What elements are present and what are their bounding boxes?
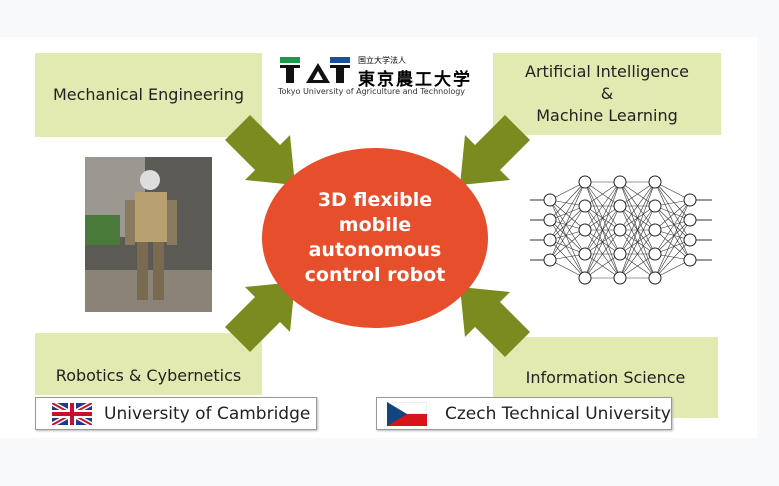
- czech-flag-icon: [387, 401, 427, 426]
- arrow-top-left: [225, 115, 295, 185]
- nn-edge: [549, 199, 586, 231]
- arrow-bottom-right: [460, 287, 530, 357]
- robot-photo: [85, 157, 212, 312]
- nn-edge: [549, 259, 586, 279]
- robotics-box: Robotics & Cybernetics: [35, 333, 262, 395]
- nn-edge: [619, 253, 656, 279]
- center-line: control robot: [304, 264, 446, 286]
- cambridge-badge: University of Cambridge: [35, 397, 317, 430]
- nn-edge: [549, 199, 586, 255]
- nn-node: [543, 213, 557, 227]
- nn-node: [683, 193, 697, 207]
- nn-edge: [549, 229, 586, 261]
- nn-node: [648, 271, 662, 285]
- nn-node: [578, 199, 592, 213]
- nn-edge: [619, 181, 656, 279]
- nn-node: [648, 247, 662, 261]
- nn-node: [648, 175, 662, 189]
- nn-edge: [549, 205, 586, 241]
- nn-edge: [549, 181, 586, 201]
- nn-edge: [654, 259, 691, 279]
- central-robot-goal: 3D flexible mobile autonomous control ro…: [262, 148, 488, 328]
- nn-node: [683, 213, 697, 227]
- nn-edge: [619, 229, 656, 279]
- logo-jp-top: 国立大学法人: [358, 56, 406, 65]
- cambridge-label: University of Cambridge: [104, 403, 311, 424]
- ml-label: Machine Learning: [536, 106, 678, 125]
- nn-node: [578, 175, 592, 189]
- nn-node: [683, 233, 697, 247]
- mechanical-label: Mechanical Engineering: [52, 85, 245, 104]
- nn-edge: [654, 199, 691, 279]
- nn-edge: [549, 219, 586, 279]
- nn-node: [543, 253, 557, 267]
- top-band: [0, 0, 779, 37]
- nn-node: [613, 271, 627, 285]
- czech-label: Czech Technical University: [445, 403, 671, 424]
- center-line: autonomous: [308, 239, 442, 261]
- nn-edge: [584, 181, 621, 207]
- nn-edge: [619, 181, 656, 231]
- nn-edge: [619, 205, 656, 279]
- nn-edge: [619, 181, 656, 207]
- ai-label: Artificial Intelligence: [525, 62, 689, 81]
- nn-edge: [654, 205, 691, 241]
- logo-en-name: Tokyo University of Agriculture and Tech…: [278, 87, 466, 96]
- ai-ampersand: &: [600, 84, 614, 103]
- nn-node: [613, 175, 627, 189]
- nn-edge: [654, 219, 691, 255]
- tat-logo-mark: [280, 57, 350, 83]
- nn-edge: [584, 205, 621, 279]
- nn-edge: [654, 181, 691, 201]
- nn-node: [543, 233, 557, 247]
- nn-edge: [654, 199, 691, 255]
- bottom-band: [0, 438, 779, 486]
- center-line: 3D flexible: [317, 189, 433, 211]
- tat-logo: 国立大学法人 東京農工大学 Tokyo University of Agricu…: [278, 55, 478, 100]
- nn-node: [613, 247, 627, 261]
- info-label: Information Science: [525, 367, 686, 387]
- nn-edge: [549, 205, 586, 261]
- nn-edge: [654, 229, 691, 261]
- nn-edge: [654, 239, 691, 279]
- nn-edge: [619, 181, 656, 255]
- nn-edge: [654, 181, 691, 261]
- neural-network-diagram: [530, 175, 712, 285]
- arrow-top-right: [460, 115, 530, 185]
- nn-edge: [549, 219, 586, 255]
- nn-edge: [654, 181, 691, 241]
- mechanical-engineering-box: Mechanical Engineering: [35, 53, 262, 137]
- ai-box: Artificial Intelligence & Machine Learni…: [493, 53, 721, 135]
- nn-edge: [584, 229, 621, 279]
- nn-edge: [584, 253, 621, 279]
- uk-flag-icon: [52, 402, 92, 425]
- nn-edge: [584, 181, 621, 279]
- nn-node: [648, 199, 662, 213]
- nn-edge: [584, 181, 621, 231]
- nn-node: [613, 199, 627, 213]
- nn-edge: [654, 205, 691, 261]
- nn-edge: [549, 181, 586, 241]
- nn-edge: [549, 181, 586, 261]
- nn-node: [578, 271, 592, 285]
- robotics-label: Robotics & Cybernetics: [55, 366, 242, 385]
- right-band: [757, 0, 779, 486]
- nn-edge: [654, 199, 691, 231]
- nn-node: [578, 247, 592, 261]
- nn-edge: [584, 181, 621, 255]
- nn-edge: [549, 181, 586, 221]
- center-line: mobile: [338, 214, 412, 236]
- czech-badge: Czech Technical University: [376, 397, 672, 430]
- nn-node: [683, 253, 697, 267]
- arrow-bottom-left: [225, 282, 295, 352]
- nn-node: [648, 223, 662, 237]
- nn-node: [578, 223, 592, 237]
- nn-edge: [549, 199, 586, 279]
- nn-edge: [654, 219, 691, 279]
- logo-jp-name: 東京農工大学: [358, 70, 472, 90]
- nn-node: [613, 223, 627, 237]
- nn-node: [543, 193, 557, 207]
